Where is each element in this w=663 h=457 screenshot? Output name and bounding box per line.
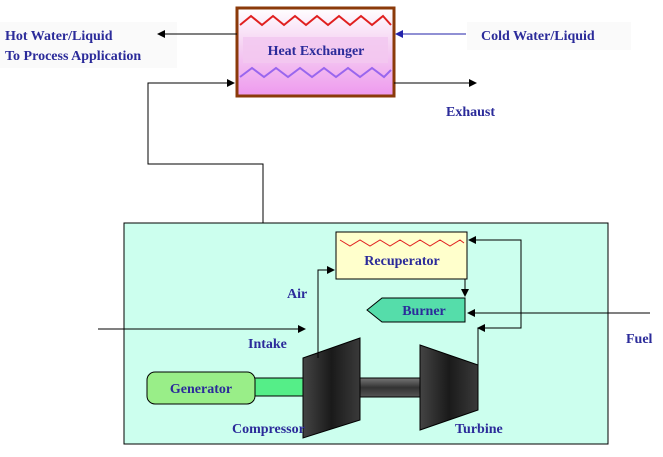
exhaust-label: Exhaust xyxy=(446,105,495,120)
compressor xyxy=(302,337,361,439)
heat-exchanger-label: Heat Exchanger xyxy=(268,44,365,59)
intake-label: Intake xyxy=(248,337,287,352)
hot-label-line1: Hot Water/Liquid xyxy=(5,29,113,44)
recuperator-label: Recuperator xyxy=(364,254,439,269)
hot-zigzag xyxy=(239,14,392,27)
turbine-label: Turbine xyxy=(455,422,503,437)
hot-label-box xyxy=(0,22,177,68)
generator: Generator xyxy=(146,371,307,405)
hot-label-line2: To Process Application xyxy=(5,49,141,64)
air-label: Air xyxy=(287,287,307,302)
flue-to-hx-wire xyxy=(147,79,264,239)
compressor-to-recuperator-wire xyxy=(317,266,335,358)
fuel-label: Fuel xyxy=(626,332,653,347)
cold-label: Cold Water/Liquid xyxy=(481,29,595,44)
recuperator-zigzag xyxy=(339,239,465,247)
compressor-label: Compressor xyxy=(232,422,305,437)
recuperator: Recuperator xyxy=(335,231,468,280)
heat-exchanger: Heat Exchanger xyxy=(235,6,396,98)
burner: Burner xyxy=(366,297,466,323)
turbine xyxy=(419,344,479,431)
cold-label-box xyxy=(467,22,631,50)
cold-zigzag xyxy=(239,66,392,79)
heat-exchanger-label-band xyxy=(243,37,388,63)
burner-label: Burner xyxy=(402,304,446,319)
generator-label: Generator xyxy=(170,382,232,397)
shaft xyxy=(359,377,421,398)
